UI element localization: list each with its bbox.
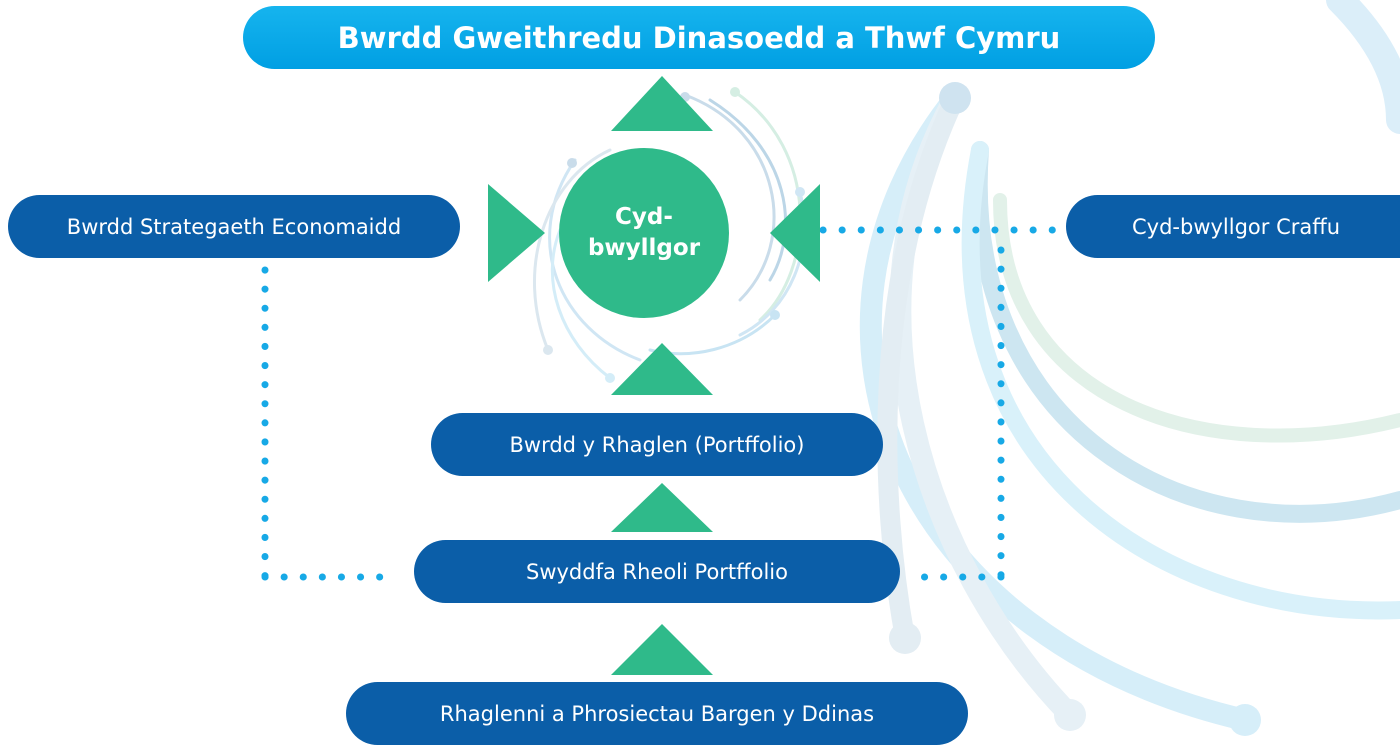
joint-committee-node: Cyd-bwyllgor bbox=[559, 148, 729, 318]
programme-board-label: Bwrdd y Rhaglen (Portffolio) bbox=[509, 432, 805, 457]
arc-node-1 bbox=[939, 82, 971, 114]
arc-light-5 bbox=[961, 141, 1400, 620]
portfolio-management-office-label: Swyddfa Rheoli Portffolio bbox=[525, 559, 788, 584]
swirl-8 bbox=[708, 98, 787, 282]
scrutiny-committee-label: Cyd-bwyllgor Craffu bbox=[1131, 214, 1341, 239]
arrow-up-to-pmo bbox=[611, 624, 713, 675]
programme-board-node: Bwrdd y Rhaglen (Portffolio) bbox=[431, 413, 883, 476]
arc-node-3 bbox=[1054, 699, 1086, 731]
arc-light-6 bbox=[993, 193, 1400, 443]
decorative-arcs bbox=[859, 0, 1400, 736]
dotted-connectors bbox=[261, 226, 1061, 581]
scrutiny-committee-node: Cyd-bwyllgor Craffu bbox=[1066, 195, 1400, 258]
programmes-projects-label: Rhaglenni a Phrosiectau Bargen y Ddinas bbox=[439, 701, 875, 726]
swirl-node-7 bbox=[795, 187, 805, 197]
arrows bbox=[488, 76, 820, 675]
arrow-from-left bbox=[488, 184, 545, 282]
arc-node-2 bbox=[889, 622, 921, 654]
swirl-6 bbox=[648, 313, 777, 356]
programmes-projects-node: Rhaglenni a Phrosiectau Bargen y Ddinas bbox=[346, 682, 968, 745]
arc-node-4 bbox=[1229, 704, 1261, 736]
portfolio-management-office-node: Swyddfa Rheoli Portffolio bbox=[414, 540, 900, 603]
swirl-node-5 bbox=[605, 373, 615, 383]
arrow-up-to-committee bbox=[611, 343, 713, 395]
top-node-wales-cities-growth-board: Bwrdd Gweithredu Dinasoedd a Thwf Cymru bbox=[243, 6, 1155, 69]
swirl-lines bbox=[533, 87, 806, 383]
swirl-1 bbox=[683, 93, 776, 302]
swirl-node-3 bbox=[567, 158, 577, 168]
arc-light-7 bbox=[1326, 0, 1400, 134]
swirl-node-4 bbox=[543, 345, 553, 355]
arc-light-1 bbox=[859, 87, 1256, 731]
top-node-label: Bwrdd Gweithredu Dinasoedd a Thwf Cymru bbox=[337, 20, 1061, 55]
swirl-5 bbox=[550, 228, 612, 380]
economic-strategy-board-node: Bwrdd Strategaeth Economaidd bbox=[8, 195, 460, 258]
swirl-3 bbox=[548, 158, 642, 362]
joint-committee-label: Cyd-bwyllgor bbox=[587, 203, 701, 261]
swirl-node-2 bbox=[730, 87, 740, 97]
economic-strategy-board-label: Bwrdd Strategaeth Economaidd bbox=[66, 214, 402, 239]
arrow-up-to-programme bbox=[611, 483, 713, 532]
arrow-up-to-top bbox=[611, 76, 713, 131]
arrow-from-right bbox=[770, 184, 820, 282]
swirl-node-6 bbox=[770, 310, 780, 320]
arc-light-4 bbox=[969, 141, 1400, 523]
